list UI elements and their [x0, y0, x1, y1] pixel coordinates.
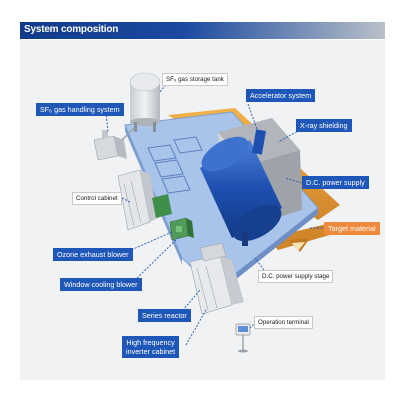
header-title: System composition — [24, 24, 119, 35]
label-sf6-storage-tank: SF₆ gas storage tank — [162, 73, 228, 86]
label-window-cooling-blower: Window cooling blower — [60, 278, 142, 291]
label-xray-shielding: X-ray shielding — [296, 119, 352, 132]
leader-lines — [105, 81, 326, 346]
sf6-storage-tank — [129, 72, 161, 132]
label-sf6-handling-system: SF₆ gas handling system — [36, 103, 124, 116]
label-hf-inverter-line2: inverter cabinet — [126, 347, 176, 356]
blower-units — [169, 217, 194, 241]
header-bar: System composition — [20, 22, 385, 39]
label-ozone-exhaust-blower: Ozone exhaust blower — [53, 248, 133, 261]
operation-terminal — [235, 323, 251, 353]
label-target-material: Target material — [324, 222, 380, 235]
label-hf-inverter-line1: High frequency — [126, 338, 175, 347]
control-cabinet — [117, 169, 172, 231]
label-dc-power-supply-stage: D.C. power supply stage — [258, 270, 334, 283]
label-hf-inverter-cabinet: High frequency inverter cabinet — [122, 336, 180, 358]
label-operation-terminal: Operation terminal — [254, 316, 313, 329]
accelerator-tank — [200, 129, 282, 246]
label-control-cabinet: Control cabinet — [72, 192, 122, 205]
inverter-cabinet — [189, 242, 244, 315]
label-accelerator-system: Accelerator system — [246, 89, 316, 102]
label-series-reactor: Series reactor — [138, 309, 191, 322]
label-dc-power-supply: D.C. power supply — [302, 176, 369, 189]
sf6-handling-unit — [93, 127, 135, 161]
